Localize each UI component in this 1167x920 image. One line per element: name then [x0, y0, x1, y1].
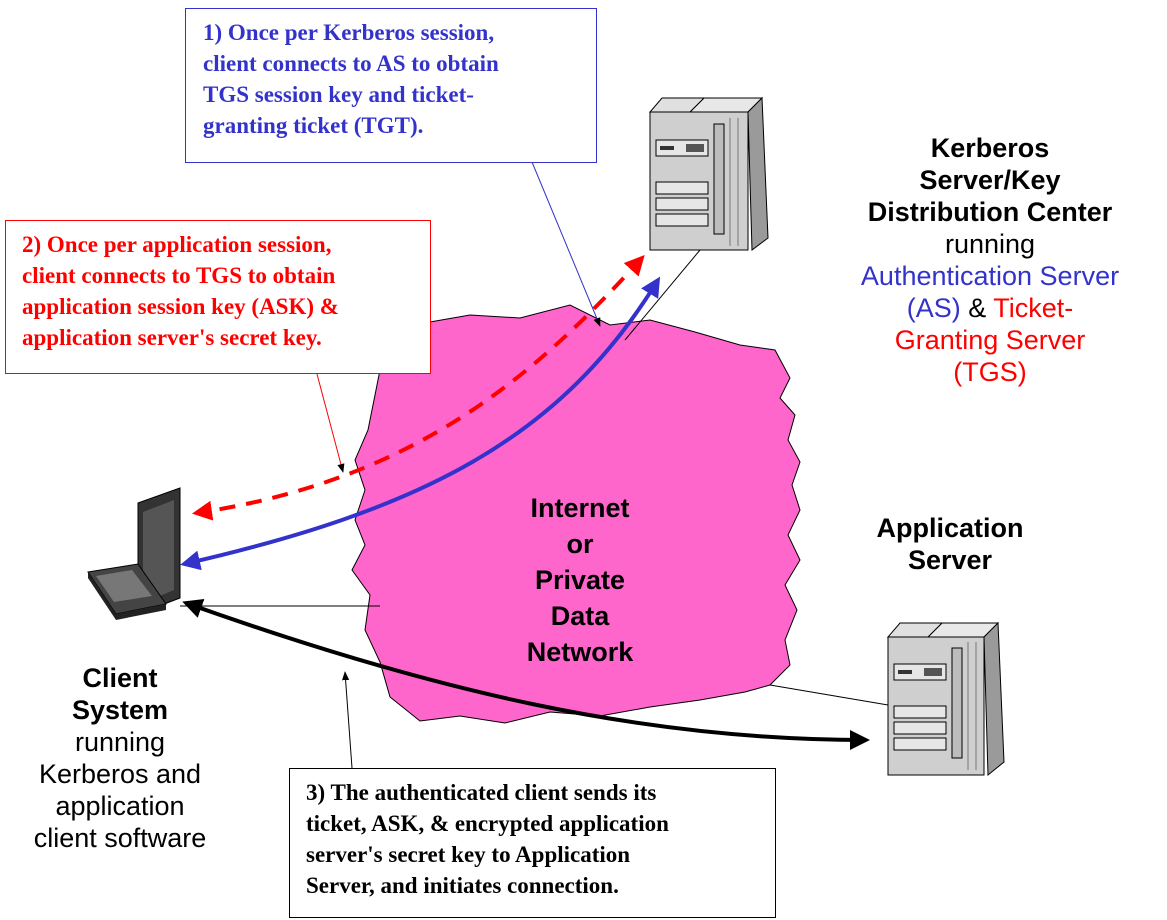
callout-tgs-line: 2) Once per application session, — [22, 232, 332, 257]
callout-tgs-line: client connects to TGS to obtain — [22, 263, 336, 288]
application-server-label: Application Server — [860, 512, 1040, 576]
network-label-line: Network — [526, 637, 634, 667]
kdc-tgs-text-1: Ticket- — [993, 293, 1074, 323]
callout-tgs-exchange: 2) Once per application session, client … — [5, 220, 431, 374]
kdc-as-abbr: (AS) — [906, 293, 961, 323]
callout-app-line: 3) The authenticated client sends its — [306, 780, 657, 805]
client-desc-line: running — [74, 727, 166, 757]
callout-app-exchange: 3) The authenticated client sends its ti… — [289, 768, 776, 918]
callout-as-line: granting ticket (TGT). — [203, 113, 424, 138]
callout-tgs-pointer — [316, 373, 345, 473]
callout-tgs-line: application session key (ASK) & — [22, 294, 339, 319]
callout-app-line: ticket, ASK, & encrypted application — [306, 811, 669, 836]
network-label-line: Internet — [530, 493, 630, 523]
callout-as-pointer — [531, 161, 601, 327]
callout-app-line: Server, and initiates connection. — [306, 873, 619, 898]
callout-as-line: 1) Once per Kerberos session, — [203, 20, 495, 45]
network-label: Internet or Private Data Network — [480, 490, 680, 670]
app-server-label-line: Server — [907, 545, 993, 575]
kdc-tgs-abbr: (TGS) — [953, 357, 1027, 387]
kdc-label: Kerberos Server/Key Distribution Center … — [820, 132, 1160, 388]
kdc-tgs-text-2: Granting Server — [894, 325, 1086, 355]
client-laptop-icon — [87, 487, 181, 620]
callout-as-line: client connects to AS to obtain — [203, 51, 499, 76]
client-desc-line: application — [55, 791, 185, 821]
client-desc-line: Kerberos and — [38, 759, 202, 789]
kdc-title-line: Distribution Center — [867, 197, 1113, 227]
network-label-line: Data — [550, 601, 610, 631]
app-connection-arrow — [182, 598, 870, 750]
kdc-title-line: Server/Key — [919, 165, 1061, 195]
kdc-amp: & — [960, 293, 994, 323]
callout-app-pointer — [341, 671, 353, 769]
kdc-as-tgs-line: (AS) & Ticket- — [820, 292, 1160, 324]
callout-as-exchange: 1) Once per Kerberos session, client con… — [185, 8, 597, 163]
kdc-server-icon — [648, 96, 769, 251]
kdc-running-text: running — [944, 229, 1036, 259]
network-label-line: Private — [534, 565, 626, 595]
callout-app-line: server's secret key to Application — [306, 842, 631, 867]
client-title-line: Client — [82, 663, 158, 693]
client-title-line: System — [71, 695, 169, 725]
as-exchange-arrow — [180, 276, 661, 571]
network-label-line: or — [566, 529, 594, 559]
appserver-network-link — [769, 684, 889, 706]
callout-as-line: TGS session key and ticket- — [203, 82, 474, 107]
application-server-icon — [886, 621, 1005, 777]
kdc-title-line: Kerberos — [930, 133, 1050, 163]
callout-tgs-line: application server's secret key. — [22, 325, 322, 350]
client-desc-line: client software — [33, 823, 207, 853]
kdc-as-text: Authentication Server — [860, 261, 1120, 291]
client-system-label: Client System running Kerberos and appli… — [0, 662, 240, 854]
app-server-label-line: Application — [876, 513, 1024, 543]
